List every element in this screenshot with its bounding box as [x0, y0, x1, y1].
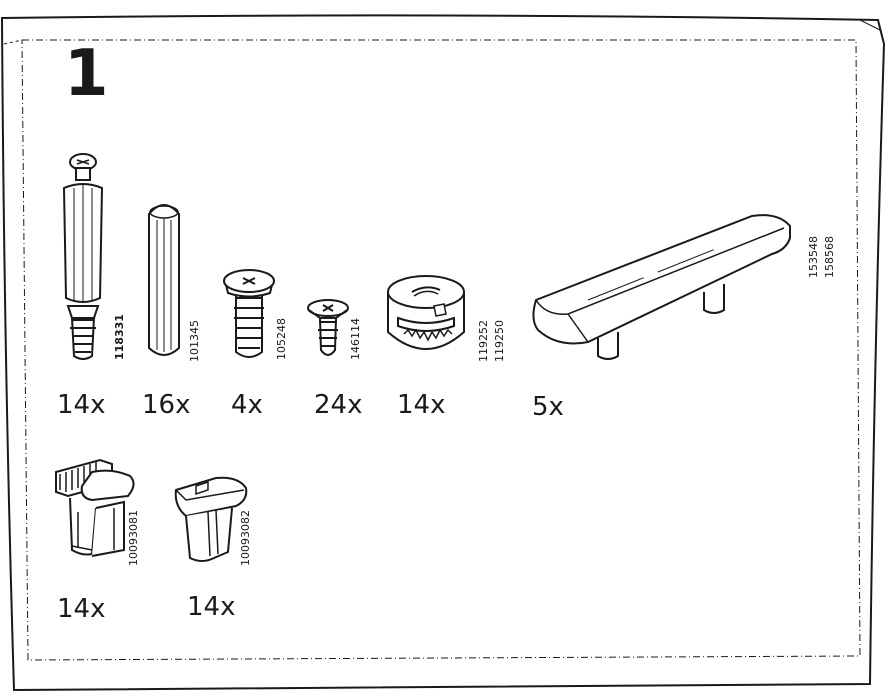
part-code: 10093082: [239, 510, 252, 566]
part-code: 146114: [349, 318, 362, 360]
wooden-dowel-illustration: [148, 204, 180, 356]
part-quantity: 14x: [187, 592, 236, 622]
part-code: 118331: [113, 314, 126, 360]
part-code: 10093081: [127, 510, 140, 566]
step-number: 1: [64, 37, 109, 111]
small-screw-illustration: [307, 299, 349, 356]
part-code: 101345: [188, 320, 201, 362]
part-code: 158568: [823, 236, 836, 278]
cam-bolt-illustration: [62, 153, 104, 360]
handle-illustration: [532, 214, 791, 360]
part-quantity: 16x: [142, 390, 191, 420]
part-quantity: 14x: [397, 390, 446, 420]
part-code: 105248: [275, 318, 288, 360]
part-code: 119250: [493, 320, 506, 362]
shelf-clip-a-illustration: [55, 458, 135, 557]
shelf-clip-b-illustration: [174, 476, 248, 562]
part-quantity: 5x: [532, 392, 564, 422]
part-quantity: 14x: [57, 390, 106, 420]
part-quantity: 14x: [57, 594, 106, 624]
large-screw-illustration: [223, 269, 275, 358]
part-quantity: 4x: [231, 390, 263, 420]
cam-lock-illustration: [387, 275, 465, 350]
part-quantity: 24x: [314, 390, 363, 420]
part-code: 119252: [477, 320, 490, 362]
part-code: 153548: [807, 236, 820, 278]
